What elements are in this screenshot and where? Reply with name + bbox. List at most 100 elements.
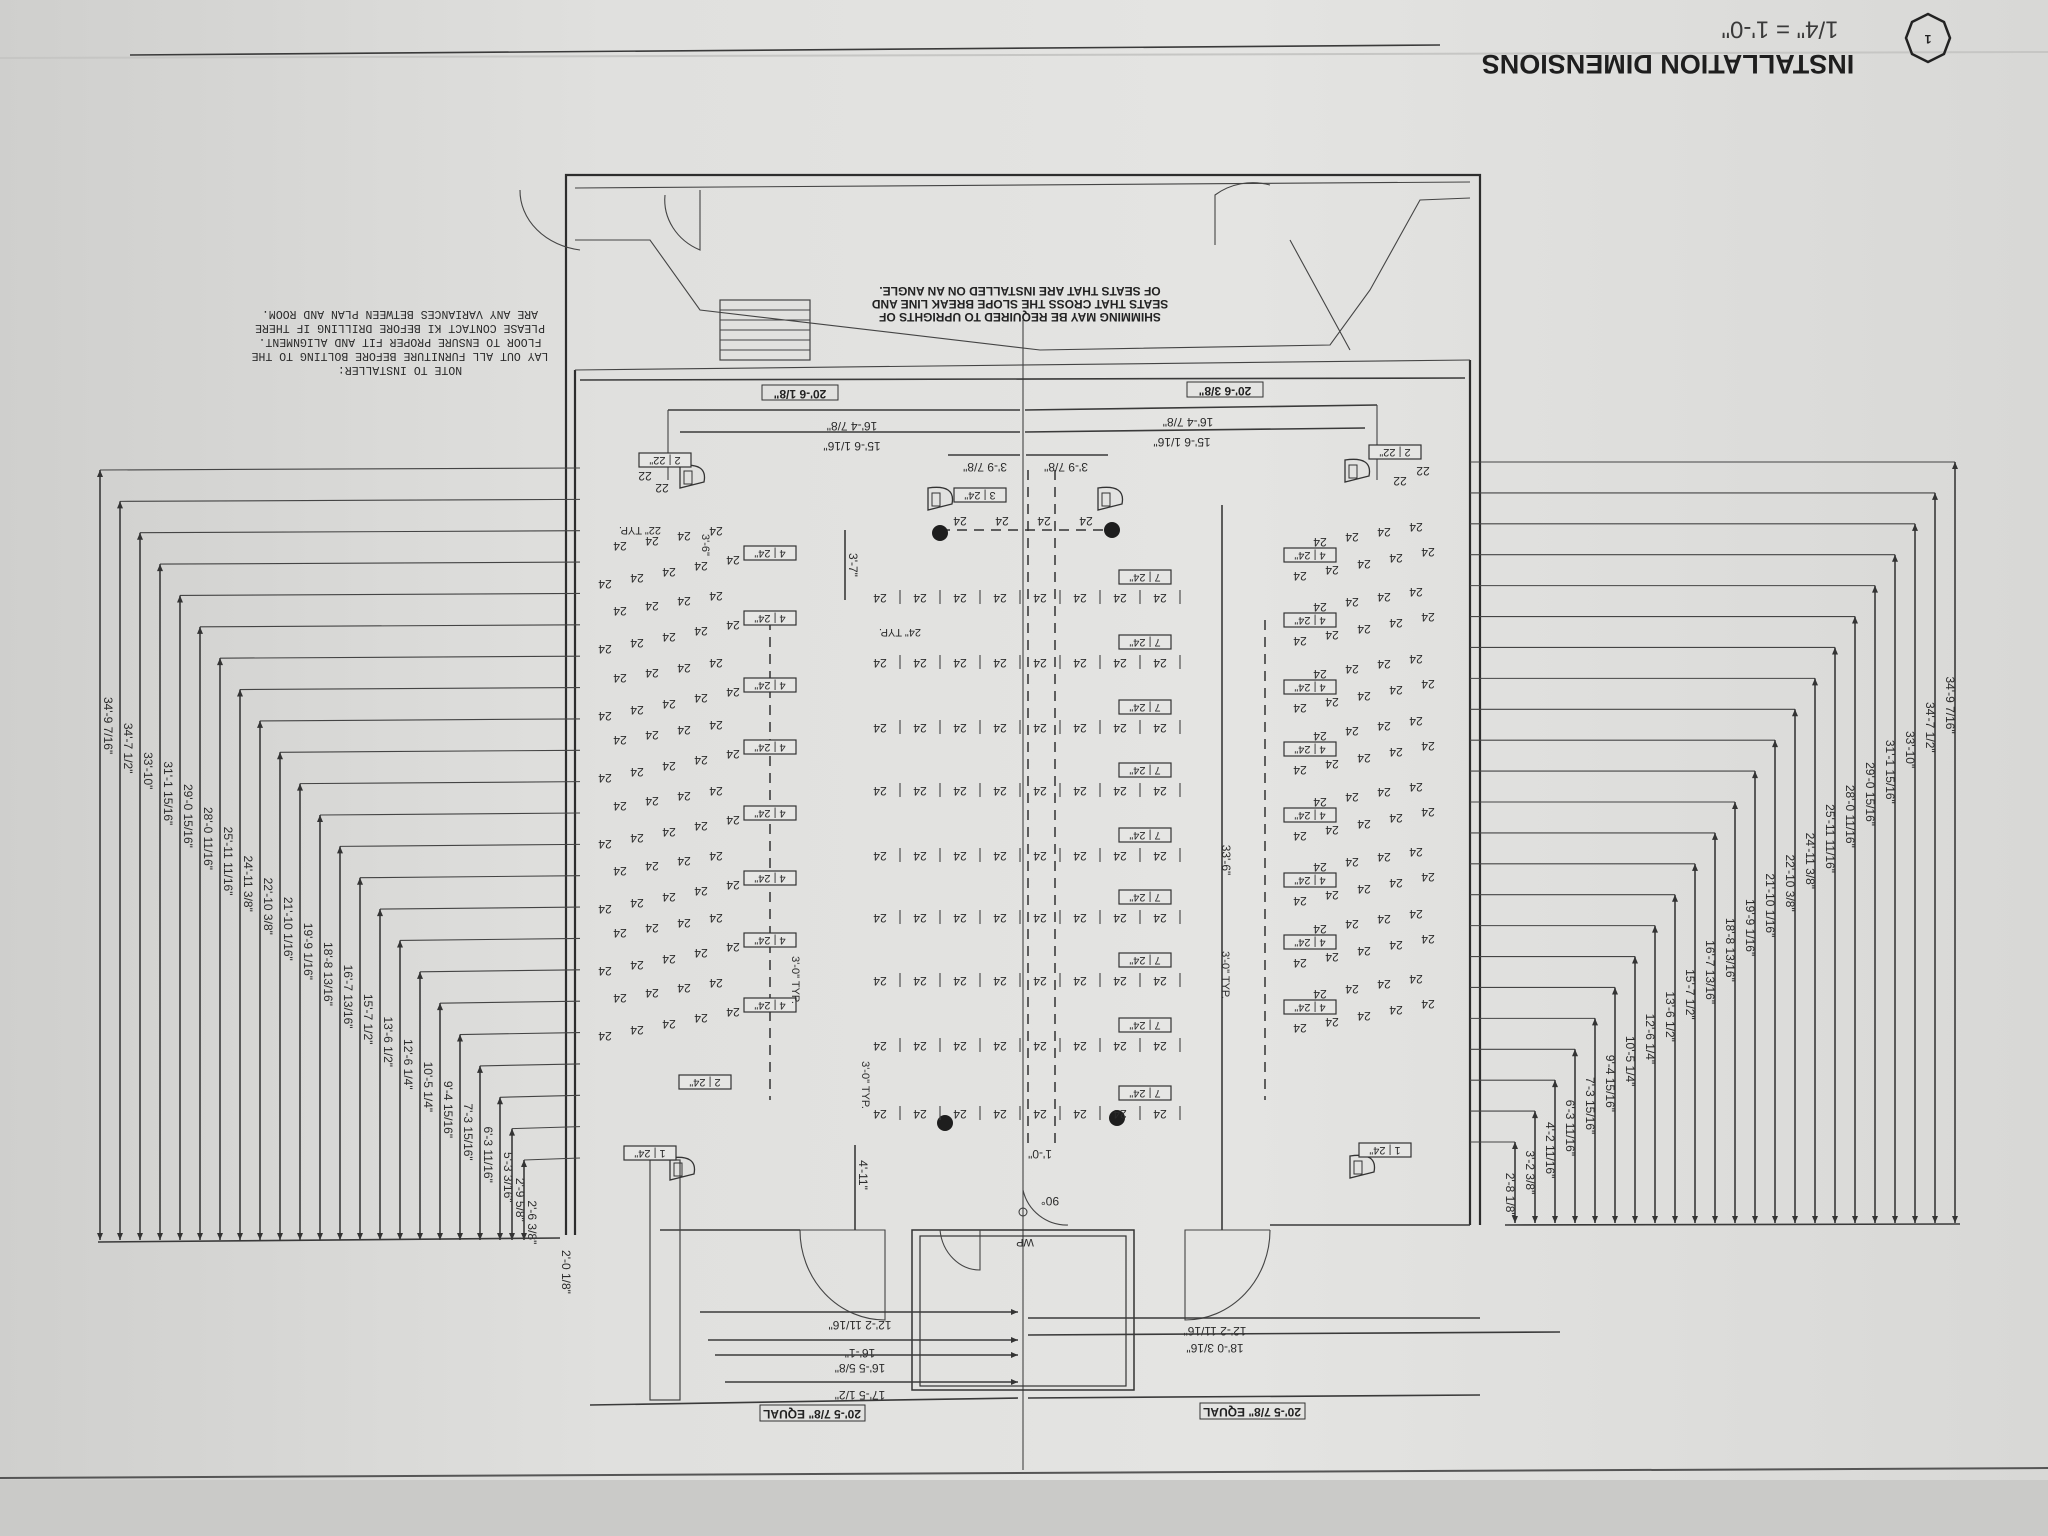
left-dimension-extension	[459, 1031, 581, 1036]
tag-right-row: 4 | 24"	[1294, 1001, 1325, 1013]
center-seat-spacing-label: 24	[1153, 591, 1167, 605]
arrowhead	[497, 1097, 503, 1105]
left-seat-spacing-label: 24	[694, 624, 708, 638]
center-seat-spacing-label: 24	[913, 974, 927, 988]
arrowhead	[1772, 740, 1778, 748]
left-seat-spacing-label: 24	[694, 946, 708, 960]
right-seat-spacing-label: 24	[1389, 1003, 1403, 1017]
right-seat-spacing-label: 24	[1313, 860, 1327, 874]
arrowhead	[317, 1233, 323, 1240]
center-seat-spacing-label: 24	[1033, 849, 1047, 863]
work-point-label: WP	[1016, 1236, 1034, 1248]
seat-upright-icon	[1353, 1160, 1363, 1175]
center-seat-spacing-label: 24	[953, 1107, 967, 1121]
center-seat-spacing-label: 24	[1073, 974, 1087, 988]
dimension-overall-right: 20'-6 3/8"	[1199, 384, 1252, 398]
right-seat-spacing-label: 24	[1357, 882, 1371, 896]
right-seat-spacing-label: 24	[1325, 950, 1339, 964]
right-seat-spacing-label: 24	[1293, 829, 1307, 843]
dimension-row-a-right: 16'-4 7/8"	[1163, 415, 1214, 429]
left-dimension-extension	[279, 749, 581, 753]
arrowhead	[457, 1233, 463, 1240]
dimension-center-left: 3'-9 7/8"	[963, 460, 1007, 474]
tag-left-row-box	[743, 739, 797, 755]
arrowhead	[237, 689, 243, 697]
center-seat-spacing-label: 24	[913, 721, 927, 735]
arrowhead	[1011, 1352, 1018, 1358]
work-point-icon	[1018, 1207, 1028, 1217]
left-seat-spacing-label: 24	[645, 794, 659, 808]
left-dimension-extension	[359, 875, 581, 879]
tag-center-row: 7 | 24"	[1129, 829, 1160, 841]
tag-center-row-box	[1118, 889, 1172, 905]
dimension-corner-offset: 3'-6"	[699, 534, 711, 556]
left-dimension-extension	[499, 1094, 581, 1098]
rear-seat-spacing-label: 24	[1037, 514, 1051, 528]
arrowhead	[257, 720, 263, 728]
right-seat-spacing-label: 24	[1313, 667, 1327, 681]
right-seat-spacing-label: 24	[1325, 757, 1339, 771]
arrowhead	[157, 564, 163, 572]
arrowhead	[477, 1065, 483, 1073]
arrowhead	[177, 595, 183, 603]
dimension-entry-offset: 2'-0 1/8"	[559, 1250, 573, 1294]
left-dimension-label: 2'-6 3/8"	[525, 1200, 539, 1244]
platform-outline	[575, 197, 1471, 351]
shimming-note-line: OF SEATS THAT ARE INSTALLED ON AN ANGLE.	[879, 284, 1160, 298]
title-underline	[129, 44, 1441, 56]
center-seat-spacing-label: 24	[1153, 1107, 1167, 1121]
arrowhead	[377, 1233, 383, 1240]
center-seat-spacing-label: 24	[1073, 591, 1087, 605]
left-dimension-extension	[511, 1126, 581, 1130]
arrowhead	[1011, 1309, 1018, 1315]
left-seat-spacing-label: 24	[677, 723, 691, 737]
left-seat-spacing-label: 24	[677, 661, 691, 675]
left-seat-spacing-label: 24	[662, 1017, 676, 1031]
tag-center-row-box	[1118, 1085, 1172, 1101]
right-seat-spacing-label: 24	[1377, 850, 1391, 864]
center-seat-spacing-label: 24	[1153, 656, 1167, 670]
left-seat-spacing-label: 24	[677, 789, 691, 803]
left-seat-spacing-label: 24	[662, 890, 676, 904]
dimension-corner-typ: 22" TYP.	[619, 524, 661, 536]
tag-front-corner-left-box	[623, 1145, 677, 1161]
right-seat-spacing-label: 24	[1421, 805, 1435, 819]
left-seat-spacing-label: 24	[709, 911, 723, 925]
right-seat-spacing-label: 24	[1325, 1015, 1339, 1029]
left-seat-spacing-label: 24	[613, 733, 627, 747]
arrowhead	[1852, 1216, 1858, 1223]
right-seat-spacing-label: 24	[1345, 790, 1359, 804]
arrowhead	[1011, 1379, 1018, 1385]
left-dimension-label: 33'-10"	[141, 752, 155, 789]
left-seat-spacing-label: 24	[662, 825, 676, 839]
center-seat-spacing-label: 24	[953, 784, 967, 798]
equal-dimension-line	[1027, 1394, 1481, 1399]
bottom-dimension-line	[1027, 1331, 1561, 1336]
tag-left-row: 4 | 24"	[754, 547, 785, 559]
center-seat-spacing-label: 24	[1073, 784, 1087, 798]
center-seat-spacing-label: 24	[993, 911, 1007, 925]
center-seat-spacing-label: 24	[993, 1107, 1007, 1121]
dimension-box	[1186, 381, 1264, 398]
center-seat-spacing-label: 24	[1033, 721, 1047, 735]
left-seat-spacing-label: 24	[598, 771, 612, 785]
right-dimension-label: 22'-10 3/8"	[1783, 854, 1797, 911]
arrowhead	[337, 1233, 343, 1240]
left-seat-spacing-label: 24	[709, 589, 723, 603]
center-seat-spacing-label: 24	[1113, 656, 1127, 670]
entry-door-swing	[939, 1229, 981, 1271]
left-dimension-label: 18'-8 13/16"	[321, 942, 335, 1006]
dimension-typ-right: 3'-0" TYP.	[1219, 951, 1231, 999]
left-dimension-label: 16'-7 13/16"	[341, 965, 355, 1029]
right-seat-spacing-label: 24	[1421, 677, 1435, 691]
right-seat-spacing-label: 24	[1293, 569, 1307, 583]
installer-note-line: FLOOR TO ENSURE PROPER FIT AND ALIGNMENT…	[259, 335, 542, 348]
left-seat-spacing-label: 24	[662, 565, 676, 579]
center-seat-spacing-label: 24	[1073, 911, 1087, 925]
right-dimension-label: 2'-8 1/8"	[1503, 1173, 1517, 1217]
corner-seat-icon	[927, 486, 954, 511]
arrowhead	[437, 1003, 443, 1011]
door-swing-arc	[1214, 182, 1271, 245]
right-seat-spacing-label: 24	[1389, 938, 1403, 952]
